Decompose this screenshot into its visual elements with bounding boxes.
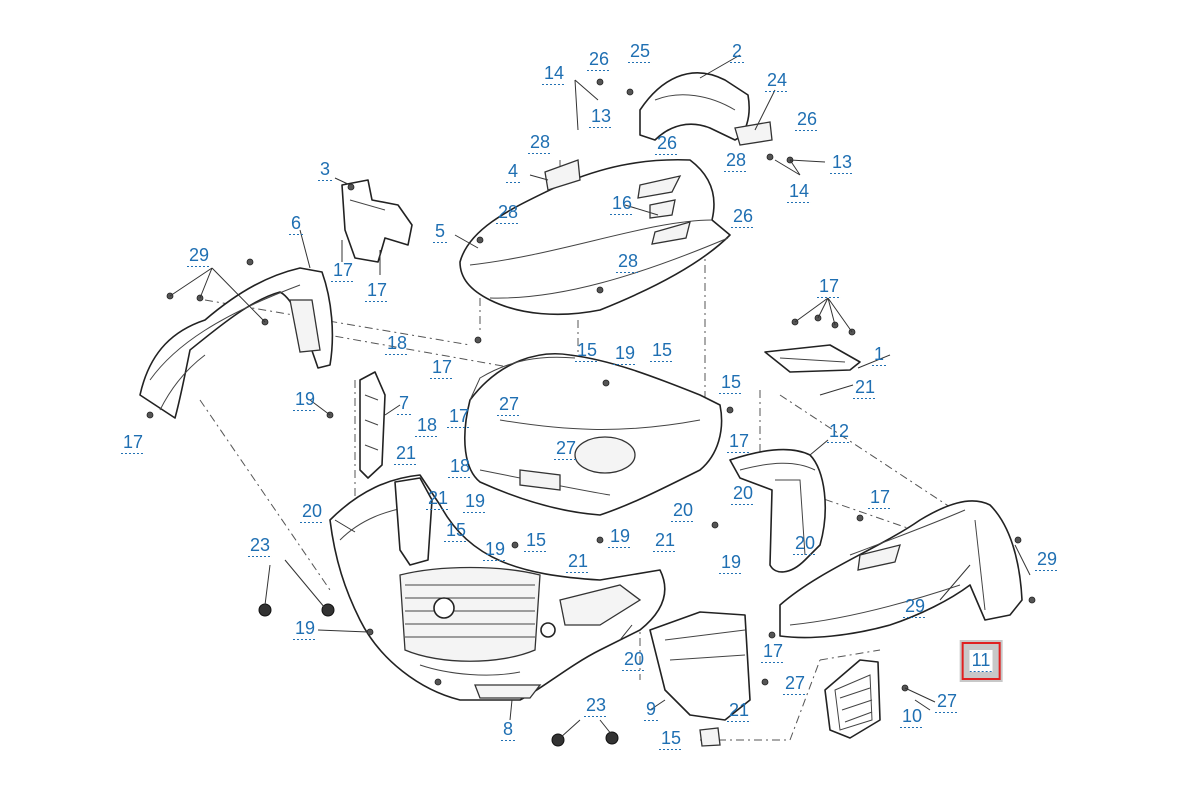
callout-28[interactable]: 28 — [723, 150, 749, 172]
callout-15[interactable]: 15 — [574, 340, 600, 362]
callout-13[interactable]: 13 — [829, 152, 855, 174]
plate-part-1 — [764, 344, 861, 373]
top-cover-part-5 — [459, 158, 731, 316]
callout-18[interactable]: 18 — [414, 415, 440, 437]
callout-26[interactable]: 26 — [654, 133, 680, 155]
callout-1[interactable]: 1 — [871, 344, 887, 366]
callout-15[interactable]: 15 — [718, 372, 744, 394]
callout-28[interactable]: 28 — [615, 251, 641, 273]
callout-19[interactable]: 19 — [607, 526, 633, 548]
callout-21[interactable]: 21 — [652, 530, 678, 552]
top-panel-part-2 — [639, 72, 773, 146]
callout-19[interactable]: 19 — [462, 491, 488, 513]
callout-17[interactable]: 17 — [760, 641, 786, 663]
callout-26[interactable]: 26 — [730, 206, 756, 228]
callout-28[interactable]: 28 — [495, 202, 521, 224]
callout-23[interactable]: 23 — [583, 695, 609, 717]
grille-part-10 — [824, 659, 881, 739]
callout-19[interactable]: 19 — [292, 618, 318, 640]
callout-21[interactable]: 21 — [852, 377, 878, 399]
callout-18[interactable]: 18 — [447, 456, 473, 478]
callout-16[interactable]: 16 — [609, 193, 635, 215]
callout-4[interactable]: 4 — [505, 161, 521, 183]
guard-part-9 — [649, 611, 751, 747]
callout-20[interactable]: 20 — [670, 500, 696, 522]
callout-15[interactable]: 15 — [443, 520, 469, 542]
callout-17[interactable]: 17 — [429, 357, 455, 379]
callout-29[interactable]: 29 — [1034, 549, 1060, 571]
callout-29[interactable]: 29 — [186, 245, 212, 267]
right-fender-part-11 — [779, 500, 1036, 639]
callout-23[interactable]: 23 — [247, 535, 273, 557]
callout-27[interactable]: 27 — [934, 691, 960, 713]
callout-17[interactable]: 17 — [867, 487, 893, 509]
callout-17[interactable]: 17 — [726, 431, 752, 453]
callout-20[interactable]: 20 — [792, 533, 818, 555]
callout-29[interactable]: 29 — [902, 596, 928, 618]
callout-15[interactable]: 15 — [523, 530, 549, 552]
callout-27[interactable]: 27 — [496, 394, 522, 416]
callout-17[interactable]: 17 — [120, 432, 146, 454]
callout-19[interactable]: 19 — [612, 343, 638, 365]
callout-17[interactable]: 17 — [446, 406, 472, 428]
callout-20[interactable]: 20 — [299, 501, 325, 523]
callout-17[interactable]: 17 — [364, 280, 390, 302]
callout-18[interactable]: 18 — [384, 333, 410, 355]
left-fender-part — [139, 267, 334, 419]
callout-17[interactable]: 17 — [330, 260, 356, 282]
callout-7[interactable]: 7 — [396, 393, 412, 415]
callout-19[interactable]: 19 — [482, 539, 508, 561]
bracket-part-7 — [359, 371, 386, 479]
callout-3[interactable]: 3 — [317, 159, 333, 181]
callout-12[interactable]: 12 — [826, 421, 852, 443]
callout-6[interactable]: 6 — [288, 213, 304, 235]
callout-26[interactable]: 26 — [586, 49, 612, 71]
center-frame — [464, 353, 723, 516]
callout-19[interactable]: 19 — [718, 552, 744, 574]
callout-15[interactable]: 15 — [649, 340, 675, 362]
callout-11-highlighted[interactable]: 11 — [961, 642, 1001, 680]
callout-9[interactable]: 9 — [643, 699, 659, 721]
callout-20[interactable]: 20 — [730, 483, 756, 505]
callout-17[interactable]: 17 — [816, 276, 842, 298]
callout-26[interactable]: 26 — [794, 109, 820, 131]
front-bumper-part-8 — [329, 474, 666, 701]
callout-19[interactable]: 19 — [292, 389, 318, 411]
callout-13[interactable]: 13 — [588, 106, 614, 128]
callout-25[interactable]: 25 — [627, 41, 653, 63]
callout-20[interactable]: 20 — [621, 649, 647, 671]
callout-14[interactable]: 14 — [541, 63, 567, 85]
callout-21[interactable]: 21 — [425, 488, 451, 510]
callout-24[interactable]: 24 — [764, 70, 790, 92]
callout-27[interactable]: 27 — [782, 673, 808, 695]
callout-27[interactable]: 27 — [553, 438, 579, 460]
callout-10[interactable]: 10 — [899, 706, 925, 728]
callout-8[interactable]: 8 — [500, 719, 516, 741]
callout-21[interactable]: 21 — [726, 700, 752, 722]
callout-14[interactable]: 14 — [786, 181, 812, 203]
callout-21[interactable]: 21 — [393, 443, 419, 465]
callout-2[interactable]: 2 — [729, 41, 745, 63]
callout-15[interactable]: 15 — [658, 728, 684, 750]
callout-21[interactable]: 21 — [565, 551, 591, 573]
bracket-part-3 — [341, 179, 413, 275]
callout-28[interactable]: 28 — [527, 132, 553, 154]
callout-5[interactable]: 5 — [432, 221, 448, 243]
